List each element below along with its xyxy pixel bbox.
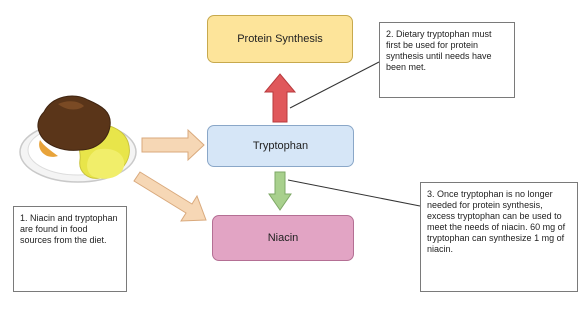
node-tryptophan-label: Tryptophan — [252, 140, 309, 152]
arrow-food-to-tryptophan — [141, 128, 205, 162]
callout-line-note3 — [287, 179, 421, 207]
plate-of-food-icon — [19, 95, 137, 183]
note-box-3: 3. Once tryptophan is no longer needed f… — [420, 182, 578, 292]
callout-line-note2 — [289, 61, 380, 109]
note-2-text: 2. Dietary tryptophan must first be used… — [386, 29, 492, 72]
arrow-food-to-niacin — [133, 171, 207, 222]
node-protein-synthesis: Protein Synthesis — [207, 15, 353, 63]
arrow-tryptophan-to-protein — [263, 73, 297, 123]
arrow-tryptophan-to-niacin — [268, 171, 292, 211]
note-box-1: 1. Niacin and tryptophan are found in fo… — [13, 206, 127, 292]
node-niacin-label: Niacin — [267, 232, 299, 244]
node-niacin: Niacin — [212, 215, 354, 261]
node-protein-synthesis-label: Protein Synthesis — [237, 33, 323, 45]
note-1-text: 1. Niacin and tryptophan are found in fo… — [20, 213, 118, 245]
node-tryptophan: Tryptophan — [207, 125, 354, 167]
note-3-text: 3. Once tryptophan is no longer needed f… — [427, 189, 566, 254]
note-box-2: 2. Dietary tryptophan must first be used… — [379, 22, 515, 98]
